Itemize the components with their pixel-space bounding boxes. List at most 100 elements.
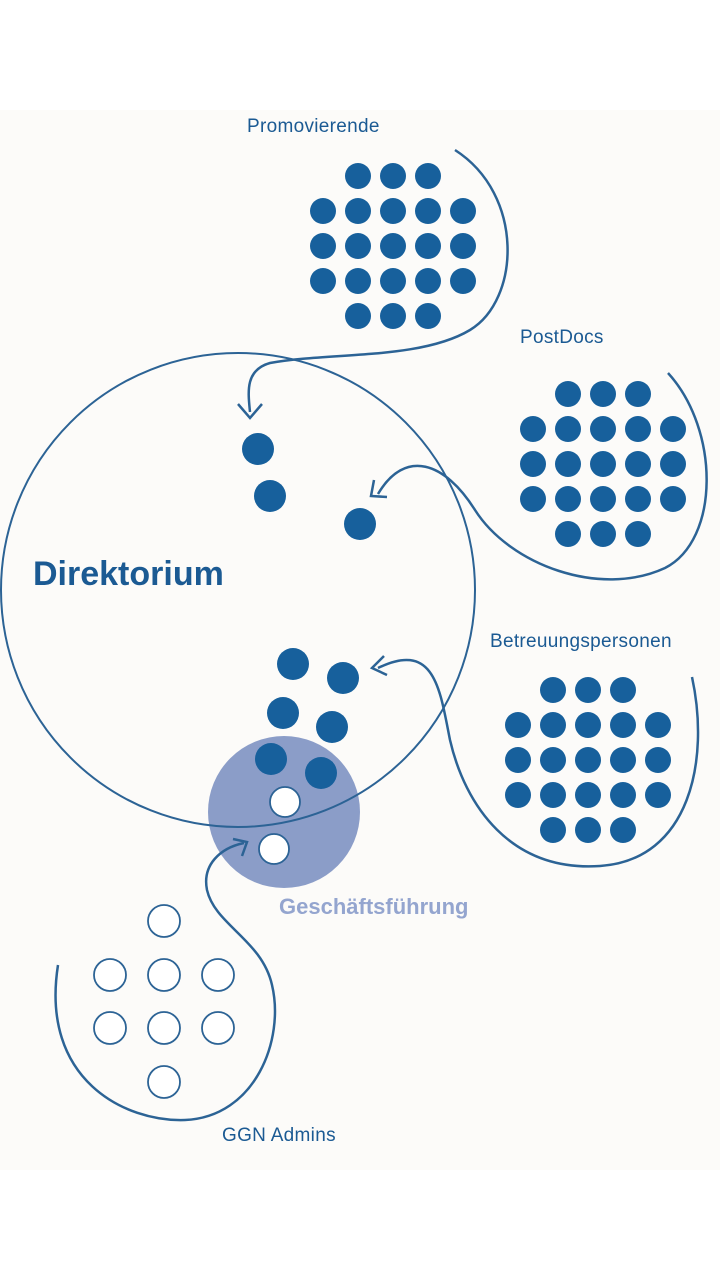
postdocs-enclosure (376, 372, 708, 581)
postdocs-dot (555, 486, 581, 512)
label-betreuungspersonen: Betreuungspersonen (490, 631, 672, 652)
promovierende-dot (415, 233, 441, 259)
postdocs-dot (625, 416, 651, 442)
promovierende-dot (415, 198, 441, 224)
postdocs-dot (590, 451, 616, 477)
postdocs-dot (590, 416, 616, 442)
betreuungsperson-dot (575, 747, 601, 773)
postdocs-dot (520, 486, 546, 512)
promovierende-dot (345, 233, 371, 259)
postdocs-dots (520, 381, 686, 547)
postdocs-dot (555, 381, 581, 407)
promovierende-dot (450, 268, 476, 294)
postdocs-dot (625, 451, 651, 477)
promovierende-dot (380, 233, 406, 259)
promovierende-dot (415, 163, 441, 189)
direktorium-member-dot (305, 757, 337, 789)
postdocs-dot (660, 416, 686, 442)
betreuungsperson-dot (610, 677, 636, 703)
ggn-admin-dot (93, 1011, 127, 1045)
promovierende-dot (310, 198, 336, 224)
arrowhead-betreuung (369, 655, 388, 677)
promovierende-dot (450, 198, 476, 224)
betreuungsperson-dot (645, 782, 671, 808)
label-postdocs: PostDocs (520, 327, 604, 348)
label-promovierende: Promovierende (247, 116, 380, 137)
arrowhead-ggn-admins (232, 837, 249, 857)
ggn-admins-dots (93, 904, 235, 1099)
ggn-admin-dot (147, 1011, 181, 1045)
ggn-admin-dot (201, 1011, 235, 1045)
postdocs-dot (625, 486, 651, 512)
promovierende-dot (450, 233, 476, 259)
promovierende-dot (345, 303, 371, 329)
promovierende-dot (345, 268, 371, 294)
betreuungsperson-dot (645, 747, 671, 773)
label-geschaeftsfuehrung: Geschäftsführung (279, 894, 468, 919)
direktorium-member-dot (344, 508, 376, 540)
geschaeftsfuehrung-member-dot (269, 786, 301, 818)
ggn-admins-enclosure (54, 841, 277, 1122)
betreuungsperson-dot (505, 747, 531, 773)
arrowhead-postdocs (369, 479, 388, 499)
label-direktorium: Direktorium (33, 555, 224, 593)
betreuungsperson-dot (540, 747, 566, 773)
promovierende-dot (310, 268, 336, 294)
postdocs-dot (625, 381, 651, 407)
promovierende-dot (345, 198, 371, 224)
betreuungsperson-dot (505, 712, 531, 738)
postdocs-dot (520, 416, 546, 442)
betreuung-enclosure (377, 658, 700, 868)
ggn-admin-dot (147, 958, 181, 992)
direktorium-member-dot (254, 480, 286, 512)
betreuungsperson-dot (575, 782, 601, 808)
postdocs-dot (590, 486, 616, 512)
promovierende-dot (380, 163, 406, 189)
ggn-admin-dot (147, 1065, 181, 1099)
betreuungsperson-dot (505, 782, 531, 808)
ggn-admin-dot (147, 904, 181, 938)
betreuungsperson-dot (575, 817, 601, 843)
direktorium-member-dot (242, 433, 274, 465)
ggn-admin-dot (201, 958, 235, 992)
betreuungsperson-dot (575, 712, 601, 738)
arrowhead-promovierende (237, 403, 263, 420)
betreuungsperson-dot (610, 712, 636, 738)
betreuungsperson-dot (645, 712, 671, 738)
postdocs-dot (520, 451, 546, 477)
promovierende-dot (415, 268, 441, 294)
promovierende-dot (310, 233, 336, 259)
betreuungsperson-dot (540, 712, 566, 738)
betreuungsperson-dot (610, 747, 636, 773)
promovierende-dot (345, 163, 371, 189)
betreuungsperson-dot (540, 817, 566, 843)
direktorium-member-dots (242, 433, 376, 865)
label-ggn-admins: GGN Admins (222, 1125, 336, 1146)
promovierende-dot (380, 303, 406, 329)
postdocs-dot (590, 521, 616, 547)
promovierende-dot (380, 198, 406, 224)
betreuungsperson-dot (540, 677, 566, 703)
postdocs-dot (590, 381, 616, 407)
postdocs-dot (555, 416, 581, 442)
direktorium-member-dot (327, 662, 359, 694)
ggn-admin-dot (93, 958, 127, 992)
betreuung-dots (505, 677, 671, 843)
betreuungsperson-dot (610, 782, 636, 808)
postdocs-dot (660, 451, 686, 477)
postdocs-dot (660, 486, 686, 512)
promovierende-dots (310, 163, 476, 329)
promovierende-enclosure (247, 148, 509, 413)
promovierende-dot (415, 303, 441, 329)
direktorium-circle (0, 352, 476, 828)
direktorium-member-dot (267, 697, 299, 729)
direktorium-member-dot (255, 743, 287, 775)
postdocs-dot (625, 521, 651, 547)
direktorium-member-dot (277, 648, 309, 680)
postdocs-dot (555, 521, 581, 547)
betreuungsperson-dot (610, 817, 636, 843)
postdocs-dot (555, 451, 581, 477)
geschaeftsfuehrung-member-dot (258, 833, 290, 865)
direktorium-member-dot (316, 711, 348, 743)
